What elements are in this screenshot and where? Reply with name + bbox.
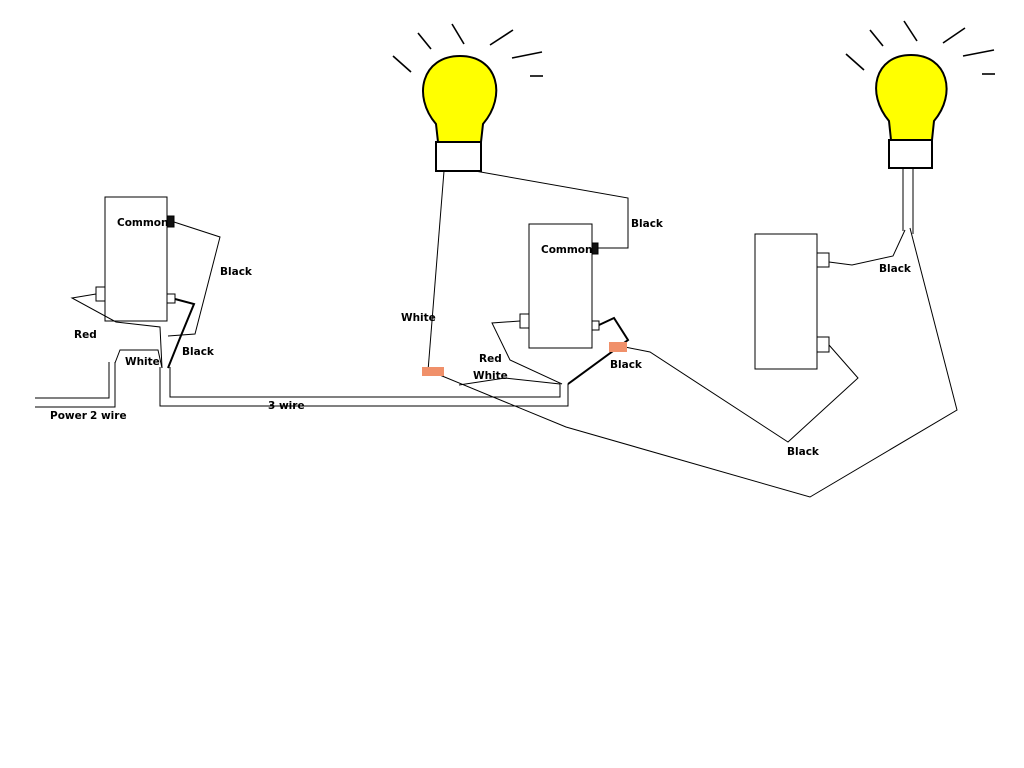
switch-2-black-wire	[567, 316, 630, 385]
switch-3	[754, 233, 830, 370]
switch-1-black-wire	[167, 298, 196, 369]
lamp-1-white-label: White	[401, 312, 436, 324]
light-rays-1	[392, 23, 543, 77]
switch-1-common-label: Common	[117, 217, 169, 229]
switch-1-black-bottom-label: Black	[182, 346, 215, 358]
three-wire-cable-inner	[169, 367, 561, 398]
wires	[35, 168, 958, 498]
light-rays-2	[845, 20, 995, 75]
bulb-2-base	[888, 139, 933, 169]
switch-1-black-top-label: Black	[220, 266, 253, 278]
three-wire-label: 3 wire	[268, 400, 305, 412]
switch-2-body	[528, 223, 593, 349]
switch-3-top-terminal	[816, 252, 830, 268]
lamp-1-black-wire	[474, 170, 629, 249]
lamp-2-black-label: Black	[879, 263, 912, 275]
switch-1-body	[104, 196, 168, 322]
bottom-black-label: Black	[787, 446, 820, 458]
lamp-1-white-wire	[427, 170, 445, 372]
switch-1	[95, 196, 176, 322]
switch-2-black-label: Black	[610, 359, 643, 371]
switch-2-left-terminal	[519, 313, 530, 329]
three-wire-cable-outer	[159, 367, 569, 407]
switch-2-common-terminal	[591, 242, 599, 255]
bulb-1-icon	[422, 54, 498, 143]
switch-1-white-label: White	[125, 356, 160, 368]
switch-1-common-terminal	[166, 215, 175, 228]
neutral-run-wire	[429, 227, 958, 498]
switch-2-red-wire	[491, 320, 563, 385]
switch-1-white-wire	[114, 349, 163, 369]
bulb-1-base	[435, 141, 482, 172]
switch-2-to-switch-3-black-wire	[619, 344, 859, 443]
switch-2-right-terminal	[591, 320, 600, 331]
switch-2-common-label: Common	[541, 244, 593, 256]
switch-1-red-wire	[70, 293, 163, 369]
switch-2	[519, 223, 600, 349]
wire-nut-2	[609, 342, 627, 352]
switch-2-white-wire	[458, 377, 561, 386]
switch-2-white-label: White	[473, 370, 508, 382]
switch-3-body	[754, 233, 818, 370]
switch-1-common-black-wire	[167, 221, 221, 337]
switch-3-bottom-terminal	[816, 336, 830, 353]
lamp-2-black-wire	[828, 229, 906, 266]
lamp-1	[392, 23, 543, 172]
switch-1-red-label: Red	[74, 329, 97, 341]
power-cable-outer	[35, 362, 116, 408]
switch-1-right-terminal	[166, 293, 176, 304]
switch-2-red-label: Red	[479, 353, 502, 365]
lamp-1-black-label: Black	[631, 218, 664, 230]
wire-nut-1	[422, 367, 444, 376]
power-label: Power	[50, 410, 88, 422]
lamp-2	[845, 20, 995, 169]
two-wire-label: 2 wire	[90, 410, 127, 422]
switch-1-left-terminal	[95, 286, 106, 302]
bulb-2-icon	[875, 53, 948, 141]
power-cable-inner	[35, 362, 110, 399]
